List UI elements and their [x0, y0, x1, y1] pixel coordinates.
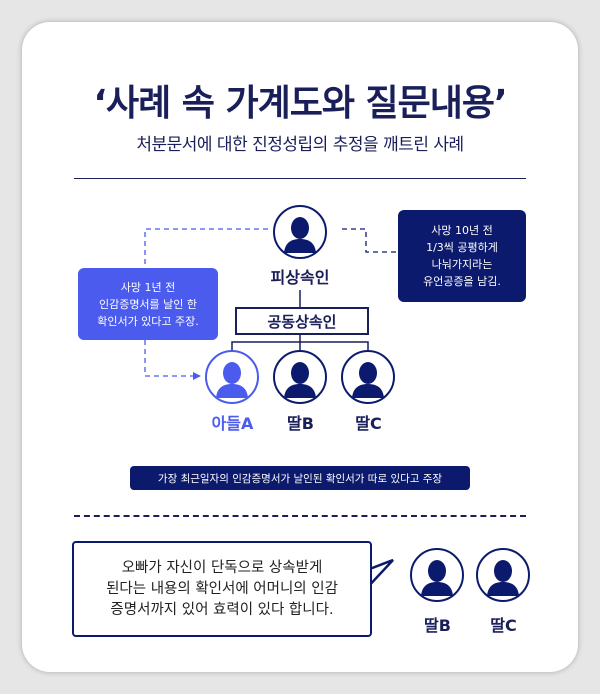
person-icon	[421, 560, 453, 596]
son-claim-text: 사망 1년 전 인감증명서를 날인 한 확인서가 있다고 주장.	[97, 280, 199, 328]
son-claim-callout: 사망 1년 전 인감증명서를 날인 한 확인서가 있다고 주장.	[78, 268, 218, 340]
asker-c-label: 딸C	[490, 616, 517, 635]
heir-c-label: 딸C	[355, 414, 382, 433]
claim-bar: 가장 최근일자의 인감증명서가 날인된 확인서가 따로 있다고 주장	[130, 466, 470, 490]
will-callout: 사망 10년 전 1/3씩 공평하게 나눠가지라는 유언공증을 남김.	[398, 210, 526, 302]
person-icon	[352, 362, 384, 398]
joint-heirs-box: 공동상속인	[235, 307, 369, 335]
heir-a-label: 아들A	[211, 414, 254, 433]
person-icon	[216, 362, 248, 398]
page-subtitle: 처분문서에 대한 진정성립의 추정을 깨트린 사례	[136, 135, 464, 155]
question-bubble: 오빠가 자신이 단독으로 상속받게 된다는 내용의 확인서에 어머니의 인감 증…	[72, 541, 372, 637]
title-divider	[74, 178, 526, 179]
asker-b-label: 딸B	[424, 616, 451, 635]
heir-b-avatar	[273, 350, 327, 404]
decedent-avatar	[273, 205, 327, 259]
asker-b-avatar	[410, 548, 464, 602]
page-title: ‘사례 속 가계도와 질문내용’	[93, 83, 507, 124]
heir-b-label: 딸B	[287, 414, 314, 433]
person-icon	[284, 217, 316, 253]
will-text: 사망 10년 전 1/3씩 공평하게 나눠가지라는 유언공증을 남김.	[423, 224, 501, 288]
decedent-label: 피상속인	[270, 268, 330, 287]
heir-c-avatar	[341, 350, 395, 404]
person-icon	[487, 560, 519, 596]
right-dashed-connector	[342, 228, 398, 253]
asker-c-avatar	[476, 548, 530, 602]
arrow-head	[193, 372, 201, 380]
section-divider	[74, 515, 526, 517]
question-text: 오빠가 자신이 단독으로 상속받게 된다는 내용의 확인서에 어머니의 인감 증…	[106, 559, 338, 618]
person-icon	[284, 362, 316, 398]
heir-a-avatar	[205, 350, 259, 404]
